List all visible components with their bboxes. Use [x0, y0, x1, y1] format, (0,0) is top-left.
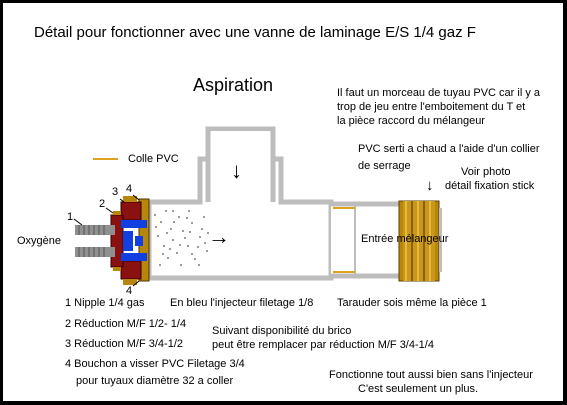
pvc-tube [329, 201, 401, 279]
spray-dots [154, 210, 209, 266]
footer-note-line1: Fonctionne tout aussi bien sans l'inject… [329, 369, 533, 381]
part-number-2: 2 [99, 198, 106, 210]
entree-label: Entrée mélangeur [361, 233, 449, 245]
part-number-4-top: 4 [126, 183, 133, 195]
serti-note-line1: PVC serti a chaud a l'aide d'un collier [358, 143, 540, 155]
brico-note-line1: Suivant disponibilité du brico [212, 325, 352, 337]
colle-legend-label: Colle PVC [128, 153, 179, 165]
part-number-1: 1 [67, 211, 74, 223]
right-arrow-icon: → [208, 224, 230, 249]
parts-list-item-4: 4 Bouchon a visser PVC Filetage 3/4 [65, 358, 245, 370]
part-number-4-bottom: 4 [126, 285, 133, 297]
left-fittings [73, 194, 150, 287]
diagram-title: Détail pour fonctionner avec une vanne d… [34, 24, 476, 41]
pvc-note-line3: la pièce raccord du mélangeur [337, 115, 485, 127]
tarauder-note: Tarauder sois même la pièce 1 [337, 297, 487, 309]
footer-note-line2: C'est seulement un plus. [358, 383, 479, 395]
down-arrow-icon: ↓ [231, 158, 242, 183]
pvc-note-line1: Il faut un morceau de tuyau PVC car il y… [337, 87, 540, 99]
small-down-arrow: ↓ [426, 177, 434, 194]
photo-note-line2: détail fixation stick [445, 180, 535, 192]
parts-list-item-3: 3 Réduction M/F 3/4-1/2 [65, 338, 184, 350]
t-pipe [146, 126, 334, 281]
photo-note-line1: Voir photo [461, 166, 511, 178]
oxygen-label: Oxygène [17, 235, 62, 247]
brico-note-line2: peut être remplacer par réduction M/F 3/… [212, 339, 434, 351]
pvc-note-line2: trop de jeu entre l'emboitement du T et [337, 101, 526, 113]
serti-note-line2: de serrage [358, 160, 411, 172]
mixer-fitting [398, 200, 442, 282]
part-number-3: 3 [112, 186, 119, 198]
injector-note: En bleu l'injecteur filetage 1/8 [170, 297, 314, 309]
parts-list-item-2: 2 Réduction M/F 1/2- 1/4 [65, 318, 187, 330]
pipe-drawing [73, 126, 442, 287]
parts-list-item-4-cont: pour tuyaux diamètre 32 a coller [76, 375, 234, 387]
parts-list-item-1: 1 Nipple 1/4 gas [65, 297, 145, 309]
diagram-panel: Détail pour fonctionner avec une vanne d… [3, 3, 563, 401]
aspiration-label: Aspiration [193, 75, 274, 95]
